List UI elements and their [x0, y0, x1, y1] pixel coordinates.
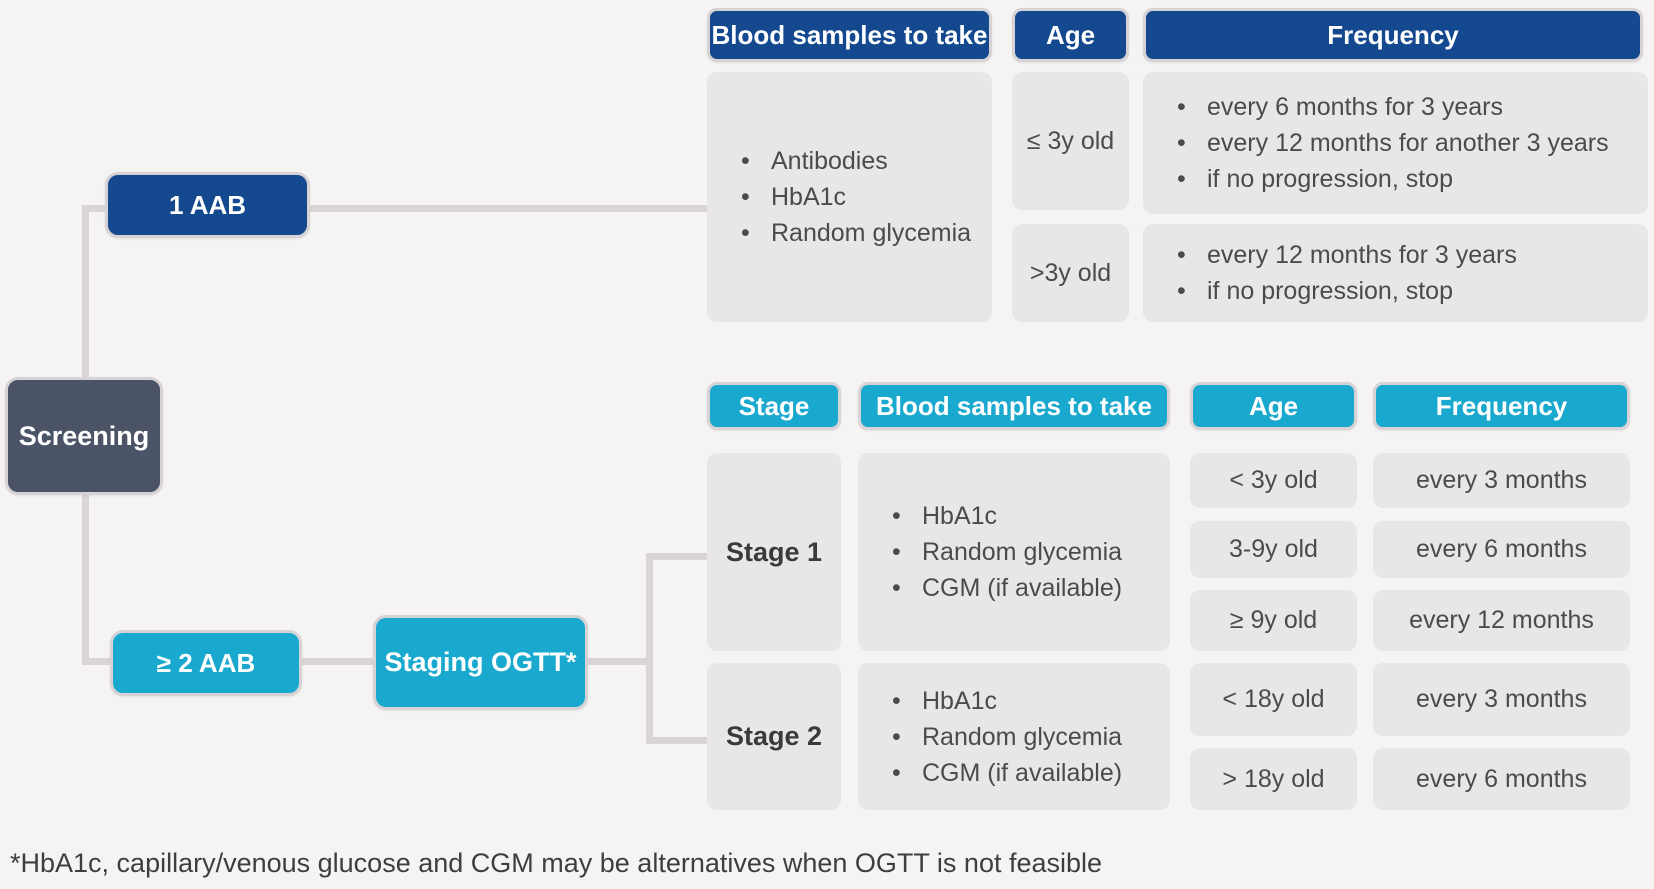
stage2-label: Stage 2 — [725, 721, 823, 751]
top-header-age-label: Age — [1045, 19, 1096, 50]
staging-ogtt-node: Staging OGTT* — [373, 615, 588, 710]
list-item: every 12 months for 3 years — [1177, 237, 1517, 273]
two-aab-label: ≥ 2 AAB — [156, 647, 256, 678]
stage2-samples-list: HbA1c Random glycemia CGM (if available) — [858, 683, 1122, 791]
bottom-header-frequency-label: Frequency — [1435, 390, 1568, 421]
list-item: every 12 months for another 3 years — [1177, 125, 1609, 161]
top-frequency-list-over3: every 12 months for 3 years if no progre… — [1143, 237, 1517, 309]
connector-fork-stage2 — [646, 737, 707, 744]
top-age-cell-over3: >3y old — [1012, 224, 1129, 322]
stage1-label: Stage 1 — [725, 536, 823, 567]
connector-fork-stage1 — [646, 553, 707, 560]
stage1-frequency-row2: every 6 months — [1373, 521, 1630, 578]
top-header-frequency: Frequency — [1143, 8, 1643, 62]
list-item: CGM (if available) — [892, 755, 1122, 791]
age-value: ≥ 9y old — [1229, 606, 1318, 634]
list-item: HbA1c — [892, 683, 1122, 719]
stage2-label-cell: Stage 2 — [707, 663, 841, 810]
stage1-age-row2: 3-9y old — [1190, 521, 1357, 578]
staging-ogtt-label: Staging OGTT* — [384, 647, 577, 677]
stage1-frequency-row3: every 12 months — [1373, 590, 1630, 651]
list-item: if no progression, stop — [1177, 161, 1609, 197]
top-header-age: Age — [1012, 8, 1129, 62]
top-frequency-cell-under3: every 6 months for 3 years every 12 mont… — [1143, 72, 1648, 214]
top-age-cell-under3: ≤ 3y old — [1012, 72, 1129, 210]
bottom-header-age-label: Age — [1248, 390, 1299, 421]
frequency-value: every 6 months — [1416, 764, 1587, 793]
bottom-header-age: Age — [1190, 382, 1357, 430]
list-item: Antibodies — [741, 143, 971, 179]
frequency-value: every 6 months — [1416, 535, 1587, 563]
bottom-header-frequency: Frequency — [1373, 382, 1630, 430]
list-item: every 6 months for 3 years — [1177, 89, 1609, 125]
stage1-age-row3: ≥ 9y old — [1190, 590, 1357, 651]
list-item: HbA1c — [741, 179, 971, 215]
frequency-value: every 12 months — [1409, 606, 1594, 634]
stage2-age-row2: > 18y old — [1190, 748, 1357, 810]
stage1-samples-cell: HbA1c Random glycemia CGM (if available) — [858, 453, 1170, 651]
screening-label: Screening — [18, 420, 150, 451]
top-header-samples-label: Blood samples to take — [711, 19, 988, 50]
top-header-samples: Blood samples to take — [707, 8, 992, 62]
bottom-header-stage: Stage — [707, 382, 841, 430]
screening-node: Screening — [5, 377, 163, 495]
stage1-age-row1: < 3y old — [1190, 453, 1357, 508]
frequency-value: every 3 months — [1416, 466, 1587, 494]
list-item: HbA1c — [892, 498, 1122, 534]
stage2-frequency-row2: every 6 months — [1373, 748, 1630, 810]
list-item: Random glycemia — [892, 719, 1122, 755]
top-samples-list: Antibodies HbA1c Random glycemia — [707, 143, 971, 251]
bottom-header-samples: Blood samples to take — [858, 382, 1170, 430]
age-value: 3-9y old — [1229, 535, 1318, 563]
stage1-frequency-row1: every 3 months — [1373, 453, 1630, 508]
list-item: CGM (if available) — [892, 570, 1122, 606]
age-value: < 18y old — [1222, 685, 1325, 713]
frequency-value: every 3 months — [1416, 685, 1587, 713]
bottom-header-stage-label: Stage — [738, 390, 810, 421]
one-aab-node: 1 AAB — [105, 172, 310, 238]
stage1-samples-list: HbA1c Random glycemia CGM (if available) — [858, 498, 1122, 606]
age-value: < 3y old — [1229, 466, 1318, 494]
stage1-label-cell: Stage 1 — [707, 453, 841, 651]
age-value: > 18y old — [1222, 764, 1325, 793]
two-aab-node: ≥ 2 AAB — [110, 630, 302, 696]
connector-one-aab-to-table — [82, 205, 707, 212]
connector-fork-vertical — [646, 553, 653, 744]
stage2-frequency-row1: every 3 months — [1373, 663, 1630, 736]
age-value: >3y old — [1029, 258, 1112, 287]
list-item: if no progression, stop — [1177, 273, 1517, 309]
bottom-header-samples-label: Blood samples to take — [876, 390, 1152, 421]
stage2-age-row1: < 18y old — [1190, 663, 1357, 736]
top-frequency-list-under3: every 6 months for 3 years every 12 mont… — [1143, 89, 1609, 197]
stage2-samples-cell: HbA1c Random glycemia CGM (if available) — [858, 663, 1170, 810]
top-header-frequency-label: Frequency — [1327, 19, 1459, 50]
age-value: ≤ 3y old — [1026, 126, 1115, 155]
top-frequency-cell-over3: every 12 months for 3 years if no progre… — [1143, 224, 1648, 322]
footnote: *HbA1c, capillary/venous glucose and CGM… — [10, 848, 1103, 878]
top-samples-cell: Antibodies HbA1c Random glycemia — [707, 72, 992, 322]
connector-two-aab-to-fork — [82, 658, 652, 665]
one-aab-label: 1 AAB — [168, 189, 247, 220]
list-item: Random glycemia — [892, 534, 1122, 570]
list-item: Random glycemia — [741, 215, 971, 251]
